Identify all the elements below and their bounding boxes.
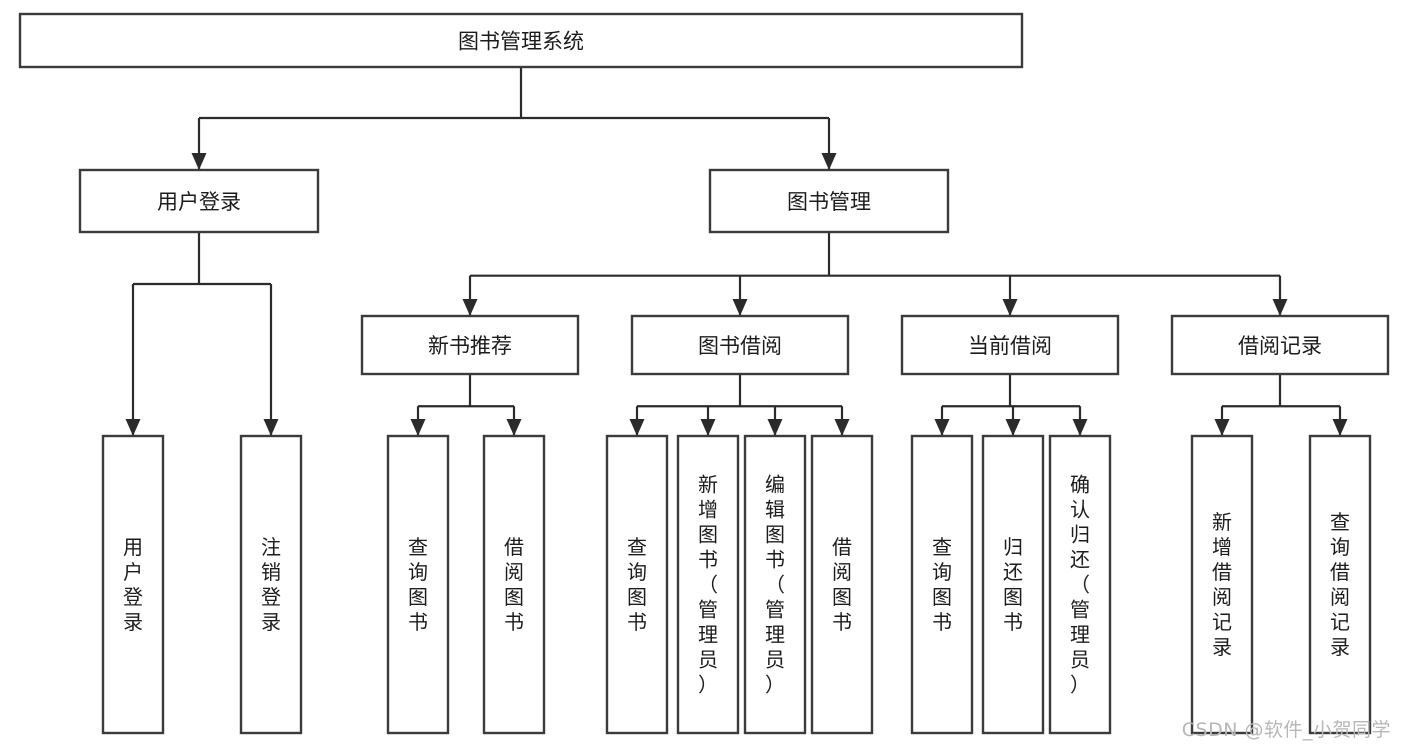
- edge-group-book-manage: [462, 232, 1288, 316]
- node-layer: 图书管理系统用户登录图书管理新书推荐图书借阅当前借阅借阅记录用户登录注销登录查询…: [18, 12, 1390, 735]
- node-current-borrow[interactable]: 当前借阅: [900, 314, 1120, 376]
- node-label-book-manage: 图书管理: [787, 190, 871, 214]
- node-box-leaf-rec-query2: [1308, 434, 1372, 735]
- node-label-book-borrow: 图书借阅: [698, 334, 782, 358]
- node-user-login[interactable]: 用户登录: [78, 168, 320, 234]
- arrow-head-icon: [191, 153, 207, 170]
- arrow-head-icon: [462, 299, 478, 316]
- node-label-leaf-user-logout: 注销登录: [261, 535, 281, 634]
- arrow-head-icon: [732, 299, 748, 316]
- node-label-current-borrow: 当前借阅: [968, 334, 1052, 358]
- arrow-head-icon: [629, 419, 645, 436]
- node-leaf-borrow-query[interactable]: 查询图书: [605, 434, 669, 735]
- node-borrow-record[interactable]: 借阅记录: [1170, 314, 1390, 376]
- arrow-head-icon: [506, 419, 522, 436]
- connector-layer: [125, 67, 1348, 436]
- node-box-leaf-rec-add: [1190, 434, 1254, 735]
- node-label-leaf-rec-borrow: 借阅图书: [504, 535, 524, 634]
- node-leaf-borrow-add[interactable]: 新增图书（管理员）: [676, 434, 740, 735]
- edge-group-new-book-rec: [410, 374, 522, 436]
- node-box-root: [18, 12, 1024, 69]
- node-box-leaf-cur-return: [981, 434, 1045, 735]
- node-label-root: 图书管理系统: [458, 30, 584, 54]
- arrow-head-icon: [700, 419, 716, 436]
- node-label-leaf-rec-query2: 查询借阅记录: [1330, 510, 1350, 659]
- node-label-user-login: 用户登录: [157, 190, 241, 214]
- node-box-leaf-borrow-query: [605, 434, 669, 735]
- node-leaf-rec-borrow[interactable]: 借阅图书: [482, 434, 546, 735]
- node-label-leaf-borrow-lend: 借阅图书: [832, 535, 852, 634]
- arrow-head-icon: [1332, 419, 1348, 436]
- arrow-head-icon: [1214, 419, 1230, 436]
- node-box-leaf-cur-confirm: [1048, 434, 1112, 735]
- node-leaf-cur-confirm[interactable]: 确认归还（管理员）: [1048, 434, 1112, 735]
- edge-group-root: [191, 67, 837, 170]
- node-label-leaf-user-login: 用户登录: [123, 535, 143, 634]
- arrow-head-icon: [821, 153, 837, 170]
- arrow-head-icon: [1272, 299, 1288, 316]
- node-box-leaf-cur-query: [910, 434, 974, 735]
- node-root[interactable]: 图书管理系统: [18, 12, 1024, 69]
- edge-group-user-login: [125, 232, 279, 436]
- node-label-leaf-rec-query: 查询图书: [408, 535, 428, 634]
- node-book-manage[interactable]: 图书管理: [708, 168, 950, 234]
- arrow-head-icon: [410, 419, 426, 436]
- arrow-head-icon: [1005, 419, 1021, 436]
- node-box-new-book-rec: [360, 314, 580, 376]
- arrow-head-icon: [263, 419, 279, 436]
- arrow-head-icon: [1072, 419, 1088, 436]
- node-leaf-borrow-edit[interactable]: 编辑图书（管理员）: [743, 434, 807, 735]
- arrow-head-icon: [1002, 299, 1018, 316]
- node-label-leaf-cur-return: 归还图书: [1003, 535, 1023, 634]
- node-box-leaf-borrow-lend: [810, 434, 874, 735]
- node-leaf-rec-add[interactable]: 新增借阅记录: [1190, 434, 1254, 735]
- node-leaf-user-logout[interactable]: 注销登录: [239, 434, 303, 735]
- node-box-leaf-borrow-add: [676, 434, 740, 735]
- node-leaf-borrow-lend[interactable]: 借阅图书: [810, 434, 874, 735]
- node-box-leaf-rec-borrow: [482, 434, 546, 735]
- node-box-leaf-borrow-edit: [743, 434, 807, 735]
- arrow-head-icon: [767, 419, 783, 436]
- node-label-leaf-borrow-edit: 编辑图书（管理员）: [765, 473, 785, 697]
- arrow-head-icon: [934, 419, 950, 436]
- node-leaf-cur-query[interactable]: 查询图书: [910, 434, 974, 735]
- node-label-leaf-rec-add: 新增借阅记录: [1212, 510, 1232, 659]
- node-label-leaf-borrow-add: 新增图书（管理员）: [698, 473, 718, 697]
- node-box-leaf-user-login: [101, 434, 165, 735]
- node-box-book-borrow: [630, 314, 850, 376]
- edge-group-borrow-record: [1214, 374, 1348, 436]
- node-leaf-rec-query[interactable]: 查询图书: [386, 434, 450, 735]
- edge-group-book-borrow: [629, 374, 850, 436]
- node-box-current-borrow: [900, 314, 1120, 376]
- node-book-borrow[interactable]: 图书借阅: [630, 314, 850, 376]
- edge-group-current-borrow: [934, 374, 1088, 436]
- node-new-book-rec[interactable]: 新书推荐: [360, 314, 580, 376]
- arrow-head-icon: [834, 419, 850, 436]
- node-box-leaf-rec-query: [386, 434, 450, 735]
- arrow-head-icon: [125, 419, 141, 436]
- node-label-borrow-record: 借阅记录: [1238, 334, 1322, 358]
- node-label-leaf-borrow-query: 查询图书: [627, 535, 647, 634]
- node-leaf-cur-return[interactable]: 归还图书: [981, 434, 1045, 735]
- node-label-new-book-rec: 新书推荐: [428, 334, 512, 358]
- node-label-leaf-cur-confirm: 确认归还（管理员）: [1070, 473, 1090, 697]
- node-box-book-manage: [708, 168, 950, 234]
- node-box-user-login: [78, 168, 320, 234]
- node-box-leaf-user-logout: [239, 434, 303, 735]
- node-leaf-user-login[interactable]: 用户登录: [101, 434, 165, 735]
- node-box-borrow-record: [1170, 314, 1390, 376]
- node-leaf-rec-query2[interactable]: 查询借阅记录: [1308, 434, 1372, 735]
- node-label-leaf-cur-query: 查询图书: [932, 535, 952, 634]
